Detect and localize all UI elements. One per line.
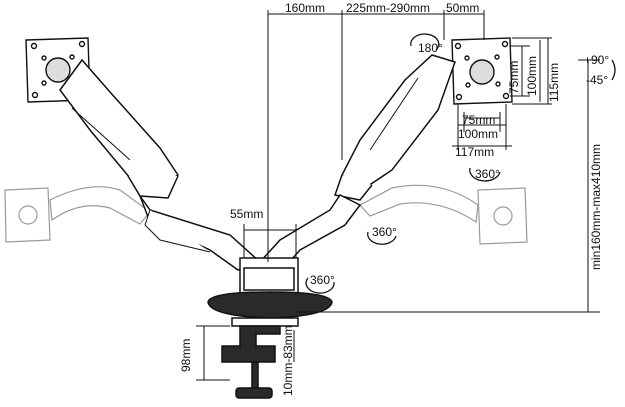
right-arm — [258, 54, 456, 271]
ghost-right-arm — [359, 184, 528, 245]
dim-height-range: min160mm-max410mm — [589, 144, 603, 270]
dim-vesa-v-a: 75mm — [507, 61, 521, 94]
rotation-arrows — [305, 33, 616, 294]
right-vesa-plate — [451, 37, 513, 105]
dimension-lines — [196, 10, 600, 381]
dim-vesa-h-b: 100mm — [458, 127, 498, 141]
rotation-swivel-base: 360° — [310, 273, 335, 287]
dim-vesa-v-b: 100mm — [525, 56, 539, 96]
dim-top-left: 160mm — [285, 1, 325, 15]
dim-desk-thickness: 10mm-83mm — [281, 325, 295, 396]
rotation-tilt-up: +90° — [584, 53, 609, 67]
left-arm — [59, 58, 262, 271]
dim-vesa-h-a: 75mm — [462, 113, 495, 127]
rotation-tilt-down: -45° — [586, 73, 608, 87]
dim-clamp-height: 98mm — [179, 339, 193, 372]
rotation-screen: 180° — [418, 41, 443, 55]
ghost-left-arm — [4, 186, 151, 243]
rotation-swivel-plate: 360° — [475, 167, 500, 181]
dim-top-middle: 225mm-290mm — [346, 1, 430, 15]
dim-pole-width: 55mm — [230, 207, 263, 221]
rotation-swivel-elbow: 360° — [372, 225, 397, 239]
dim-vesa-v-outer: 115mm — [547, 63, 561, 102]
dim-top-right: 50mm — [446, 1, 479, 15]
dim-plate-width: 117mm — [455, 145, 494, 159]
